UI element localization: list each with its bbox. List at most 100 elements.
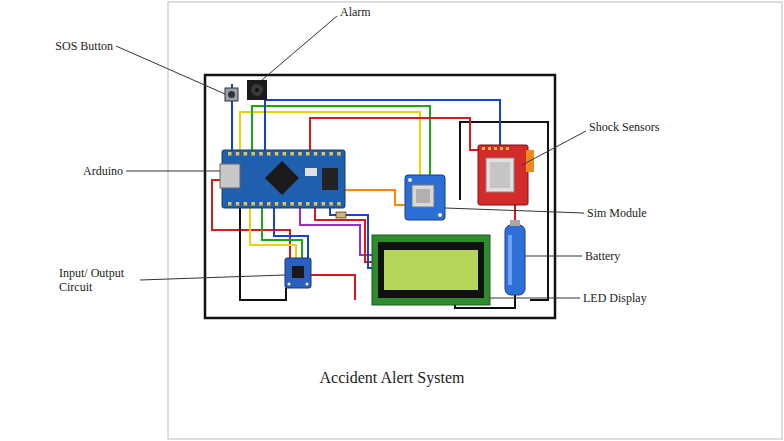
lcd-display [372, 235, 490, 305]
arduino-pins [337, 152, 341, 156]
arduino-pins [251, 152, 255, 156]
wires [330, 208, 372, 268]
arduino-pins [306, 202, 310, 206]
battery [505, 225, 525, 295]
housing-outline [205, 75, 555, 318]
leader-lines [522, 131, 586, 165]
arduino-pins [322, 152, 326, 156]
wires [274, 208, 308, 258]
arduino-pins [244, 202, 248, 206]
part-label: LED Display [583, 291, 647, 305]
arduino-board [265, 161, 299, 195]
sim-module [412, 185, 434, 207]
lcd-display [378, 242, 484, 298]
part-label: Battery [585, 249, 620, 263]
part-label: Alarm [340, 5, 371, 19]
arduino-pins [298, 202, 302, 206]
arduino-pins [236, 202, 240, 206]
wires [311, 275, 355, 300]
shock-sensor [478, 145, 528, 205]
part-label: SOS Button [55, 39, 113, 53]
sim-module [405, 175, 445, 220]
shock-sensor [488, 147, 491, 150]
sos-button [225, 88, 238, 101]
sim-module [405, 175, 445, 220]
leader-lines [262, 16, 337, 80]
arduino-pins [275, 152, 279, 156]
sim-module [438, 213, 442, 217]
arduino-pins [251, 202, 255, 206]
arduino-pins [236, 152, 240, 156]
arduino-pins [228, 152, 232, 156]
housing-outline [205, 75, 555, 318]
shock-sensor [490, 162, 510, 188]
caption: Accident Alert System [320, 368, 465, 387]
alarm-buzzer [247, 80, 267, 100]
leader-lines [126, 171, 220, 172]
io-circuit [306, 283, 309, 286]
wires [310, 118, 478, 150]
arduino-pins [322, 202, 326, 206]
leader-lines [445, 208, 584, 213]
arduino-pins [259, 202, 263, 206]
battery [508, 235, 512, 285]
sim-module [416, 189, 430, 203]
wires [212, 84, 515, 308]
sos-button [225, 88, 238, 101]
leader-lines [490, 298, 580, 299]
leader-lines [140, 275, 285, 280]
arduino-pins [267, 202, 271, 206]
arduino-pins [267, 152, 271, 156]
arduino-pins [329, 152, 333, 156]
arduino-pins [298, 152, 302, 156]
arduino-pins [244, 152, 248, 156]
io-circuit [285, 258, 311, 288]
part-label: Shock Sensors [589, 120, 659, 134]
shock-sensor [482, 147, 485, 150]
wires [265, 100, 500, 150]
io-circuit [292, 266, 304, 278]
part-label: Input/ Output Circuit [59, 266, 137, 294]
arduino-board [220, 164, 240, 188]
sos-button [228, 91, 235, 98]
picture-frame [168, 2, 782, 439]
wires [240, 208, 286, 300]
alarm-buzzer [251, 84, 263, 96]
arduino-pins [314, 152, 318, 156]
part-label: Sim Module [587, 206, 647, 220]
arduino-board [220, 150, 345, 208]
leader-lines [116, 16, 586, 298]
alarm-buzzer [247, 80, 267, 100]
battery [510, 220, 520, 226]
arduino-pins [290, 202, 294, 206]
shock-sensor [494, 147, 497, 150]
arduino-pins [259, 152, 263, 156]
wires [315, 208, 372, 262]
arduino-pins [306, 152, 310, 156]
battery [505, 220, 525, 295]
arduino-pins [228, 152, 341, 206]
sim-module [408, 178, 412, 182]
arduino-pins [283, 202, 287, 206]
shock-sensor [500, 147, 503, 150]
picture-frame [168, 2, 782, 439]
resistor [336, 212, 346, 218]
arduino-pins [337, 202, 341, 206]
leader-lines [116, 46, 225, 94]
shock-sensor [478, 145, 534, 205]
leader-lines [525, 256, 582, 257]
arduino-pins [329, 202, 333, 206]
lcd-display [384, 250, 478, 290]
io-circuit [288, 283, 291, 286]
lcd-display [372, 235, 490, 305]
shock-sensor [486, 158, 514, 192]
wires [345, 190, 405, 205]
arduino-pins [283, 152, 287, 156]
arduino-pins [275, 202, 279, 206]
arduino-board [322, 168, 338, 190]
part-label: Arduino [83, 164, 123, 178]
arduino-pins [228, 202, 232, 206]
io-circuit [285, 258, 311, 288]
arduino-pins [290, 152, 294, 156]
